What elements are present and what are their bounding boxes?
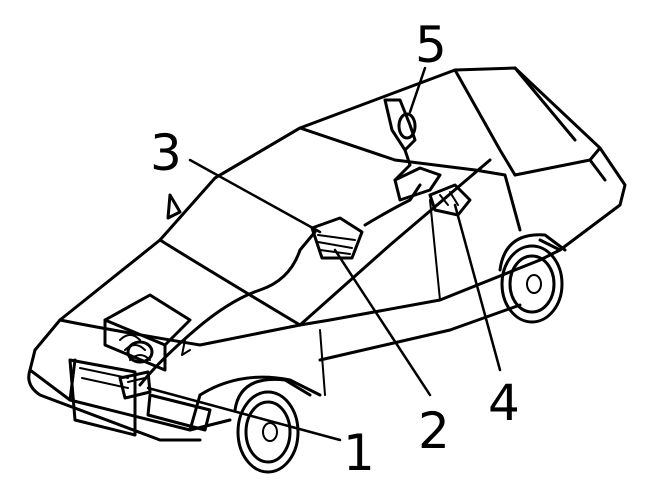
front-wheel [233, 377, 312, 474]
component-4-rear-unit [428, 183, 472, 217]
callout-4: 4 [488, 374, 520, 432]
leader-line-2 [333, 248, 432, 397]
callout-2: 2 [418, 402, 450, 460]
wiring-harness [138, 183, 422, 387]
leader-lines [146, 66, 502, 442]
engine-block [103, 293, 192, 372]
component-1-front-module [118, 370, 152, 400]
leader-line-3 [188, 158, 322, 234]
callout-1: 1 [343, 424, 375, 482]
leader-line-4 [453, 203, 502, 372]
rear-wheel [498, 233, 567, 324]
callout-3: 3 [150, 124, 182, 182]
component-5-lever [383, 98, 442, 202]
callout-5: 5 [415, 16, 447, 74]
leader-line-1 [146, 386, 342, 442]
leader-line-5 [408, 66, 427, 114]
car-body-outline [27, 66, 627, 442]
callout-labels: 1 2 3 4 5 [150, 16, 520, 482]
